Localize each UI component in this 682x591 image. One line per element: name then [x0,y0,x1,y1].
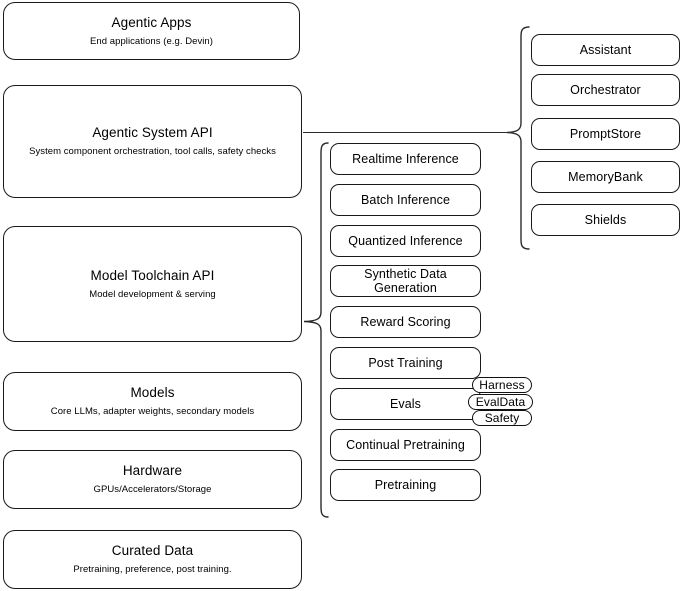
connector-system-api-to-components [303,132,508,134]
stack-layer-title: Agentic System API [92,125,213,141]
stack-layer-subtitle: End applications (e.g. Devin) [90,35,213,47]
system-component-label: Assistant [579,43,632,57]
brace-system-components [505,24,531,252]
stack-layer-title: Curated Data [111,543,194,559]
stack-layer-subtitle: GPUs/Accelerators/Storage [93,484,212,495]
capability-label: Reward Scoring [360,315,451,329]
capability-synthetic-data-generation[interactable]: Synthetic Data Generation [330,265,481,297]
stack-layer-agentic-system-api[interactable]: Agentic System API System component orch… [3,85,302,198]
system-component-promptstore[interactable]: PromptStore [531,118,680,150]
stack-layer-title: Model Toolchain API [90,267,215,283]
evals-badge-label: Harness [479,378,525,392]
system-component-orchestrator[interactable]: Orchestrator [531,74,680,106]
evals-badge-evaldata[interactable]: EvalData [468,394,533,410]
stack-layer-title: Models [130,385,175,401]
brace-toolchain-capabilities [302,140,329,520]
capability-realtime-inference[interactable]: Realtime Inference [330,143,481,175]
evals-badge-safety[interactable]: Safety [472,410,532,426]
capability-reward-scoring[interactable]: Reward Scoring [330,306,481,338]
system-component-label: Shields [584,213,627,227]
capability-quantized-inference[interactable]: Quantized Inference [330,225,481,257]
capability-label: Continual Pretraining [346,438,465,452]
capability-label: Evals [389,397,422,411]
capability-label: Realtime Inference [352,152,459,166]
capability-label: Batch Inference [360,193,451,207]
stack-layer-subtitle: System component orchestration, tool cal… [29,146,276,157]
stack-layer-subtitle: Core LLMs, adapter weights, secondary mo… [50,406,255,417]
capability-label: Quantized Inference [348,234,463,248]
capability-label: Pretraining [374,478,437,492]
stack-layer-models[interactable]: Models Core LLMs, adapter weights, secon… [3,372,302,431]
system-component-label: PromptStore [569,127,642,141]
evals-badge-label: EvalData [475,395,526,409]
stack-layer-subtitle: Model development & serving [89,288,216,300]
system-component-memorybank[interactable]: MemoryBank [531,161,680,193]
system-component-assistant[interactable]: Assistant [531,34,680,66]
stack-layer-title: Agentic Apps [111,14,192,30]
system-component-shields[interactable]: Shields [531,204,680,236]
stack-layer-model-toolchain-api[interactable]: Model Toolchain API Model development & … [3,226,302,342]
stack-layer-hardware[interactable]: Hardware GPUs/Accelerators/Storage [3,450,302,509]
capability-label: Synthetic Data Generation [364,267,447,295]
capability-batch-inference[interactable]: Batch Inference [330,184,481,216]
capability-pretraining[interactable]: Pretraining [330,469,481,501]
capability-label: Post Training [368,356,443,370]
stack-layer-agentic-apps[interactable]: Agentic Apps End applications (e.g. Devi… [3,2,300,60]
system-component-label: Orchestrator [570,83,641,97]
capability-evals[interactable]: Evals [330,388,481,420]
system-component-label: MemoryBank [568,170,643,184]
stack-layer-title: Hardware [122,463,183,479]
capability-post-training[interactable]: Post Training [330,347,481,379]
stack-layer-subtitle: Pretraining, preference, post training. [73,564,232,575]
stack-layer-curated-data[interactable]: Curated Data Pretraining, preference, po… [3,530,302,589]
capability-continual-pretraining[interactable]: Continual Pretraining [330,429,481,461]
evals-badge-label: Safety [484,411,520,425]
evals-badge-harness[interactable]: Harness [472,377,532,393]
